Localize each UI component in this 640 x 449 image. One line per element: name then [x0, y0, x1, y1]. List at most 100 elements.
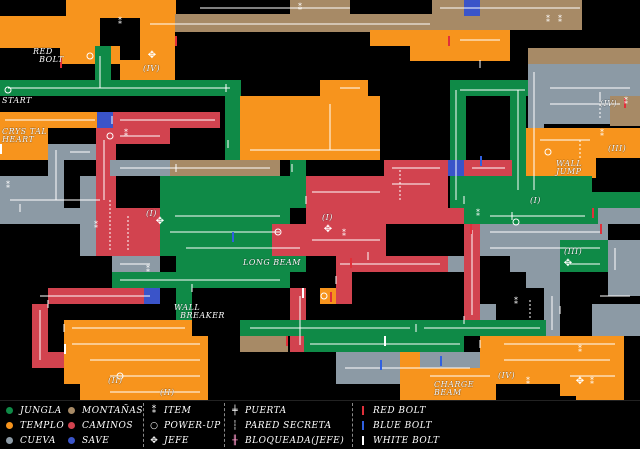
map-room [320, 288, 336, 304]
map-room [95, 46, 111, 80]
white-bolt-door [302, 288, 304, 298]
path-color-dot [68, 422, 75, 429]
label-long-beam: LONG BEAM [243, 258, 301, 267]
map-room [400, 352, 420, 400]
map-room [598, 208, 640, 224]
powerup-icon [86, 52, 94, 60]
item-icon: ⁑ [146, 263, 150, 274]
map-room [240, 336, 288, 352]
map-room [592, 304, 640, 336]
boss-icon: ✥ [564, 258, 572, 269]
red-bolt-door [175, 36, 177, 46]
powerup-icon [116, 372, 124, 380]
legend-bloqueada: BLOQUEADA(JEFE) [245, 435, 345, 446]
map-room [448, 256, 464, 272]
red-bolt-door [286, 336, 288, 346]
powerup-icon [274, 228, 282, 236]
item-icon: ⁑ [298, 1, 302, 12]
item-icon: ⁑ [600, 127, 604, 138]
item-icon: ⁑ [624, 95, 628, 106]
map-room [66, 0, 176, 18]
boss-icon: ✥ [148, 50, 156, 61]
map-room [306, 208, 386, 256]
map-room [290, 0, 350, 18]
item-icon: ⁑ [578, 343, 582, 354]
map-room [80, 176, 96, 256]
legend-templo: TEMPLO [20, 420, 65, 431]
legend-powerup: POWER-UP [164, 420, 221, 431]
red-bolt-door [448, 36, 450, 46]
legend-divider [224, 403, 225, 447]
legend-markers: ⁑ITEM ○POWER-UP ✥JEFE [147, 403, 221, 448]
item-icon: ⁑ [590, 375, 594, 386]
red-bolt-door-icon [362, 406, 364, 415]
map-room [526, 256, 560, 288]
label-boss-iv-right: (IV) [600, 99, 618, 108]
map-room [0, 16, 100, 48]
map-room [420, 368, 496, 400]
map-room [410, 45, 510, 61]
item-icon: ⁑ [124, 127, 128, 138]
powerup-icon [512, 218, 520, 226]
legend-doors: ╪PUERTA ┆PARED SECRETA ╫BLOQUEADA(JEFE) [228, 403, 344, 448]
map-room [432, 0, 582, 30]
map-room [290, 160, 306, 208]
legend-item: ITEM [164, 405, 192, 416]
item-icon: ⁑ [514, 295, 518, 306]
map-room [240, 96, 320, 160]
map-room [480, 304, 496, 320]
item-icon: ⁑ [558, 13, 562, 24]
label-charge-beam: CHARGE BEAM [434, 380, 475, 397]
legend-montanas: MONTAÑAS [82, 405, 144, 416]
map-room [464, 176, 480, 224]
map-room [336, 256, 352, 304]
label-boss-ii-a: (II) [108, 376, 123, 385]
map-room [608, 240, 640, 280]
red-bolt-door [350, 258, 352, 268]
world-map: ⁑⁑⁑⁑⁑⁑⁑⁑⁑⁑⁑⁑⁑⁑⁑⁑✥✥✥✥✥ [0, 0, 640, 400]
label-wall-breaker: WALL BREAKER [174, 303, 225, 320]
secret-wall-icon: ┆ [232, 420, 238, 431]
label-wall-jump: WALL JUMP [556, 159, 583, 176]
legend-puerta: PUERTA [245, 405, 287, 416]
save-color-dot [68, 437, 75, 444]
legend-divider [352, 403, 353, 447]
legend-areas-2: MONTAÑAS CAMINOS SAVE [68, 403, 143, 448]
white-bolt-door [64, 344, 66, 354]
blue-bolt-door [440, 356, 442, 366]
map-room [608, 280, 640, 296]
blue-bolt-door-icon [362, 421, 364, 430]
label-start: START [2, 96, 32, 105]
map-room [526, 128, 596, 178]
map-room [225, 80, 241, 160]
legend-jungla: JUNGLA [20, 405, 62, 416]
map-room [596, 128, 640, 158]
blue-bolt-door [480, 156, 482, 166]
mountain-color-dot [68, 407, 75, 414]
red-bolt-door [470, 224, 472, 234]
item-icon: ⁑ [94, 219, 98, 230]
item-icon: ⁑ [342, 227, 346, 238]
label-boss-ii-b: (II) [160, 388, 175, 397]
legend-jefe: JEFE [164, 435, 189, 446]
legend-bolts: RED BOLT BLUE BOLT WHITE BOLT [358, 403, 440, 448]
cave-color-dot [6, 437, 13, 444]
blue-bolt-door [380, 360, 382, 370]
map-room [176, 256, 306, 272]
map-legend: JUNGLA TEMPLO CUEVA MONTAÑAS CAMINOS SAV… [0, 400, 640, 449]
label-boss-iv-top: (IV) [143, 64, 161, 73]
map-room [528, 192, 592, 224]
label-boss-iii-mid: (III) [564, 247, 583, 256]
red-bolt-door [600, 224, 602, 234]
legend-areas-1: JUNGLA TEMPLO CUEVA [6, 403, 64, 448]
item-icon: ⁑ [546, 13, 550, 24]
red-bolt-door [592, 208, 594, 218]
map-room [160, 176, 290, 240]
map-room [400, 176, 448, 208]
powerup-icon [320, 292, 328, 300]
red-bolt-door [624, 98, 626, 108]
powerup-icon [106, 132, 114, 140]
white-bolt-door [384, 336, 386, 346]
boss-locked-door-icon: ╫ [232, 435, 238, 446]
jungle-color-dot [6, 407, 13, 414]
